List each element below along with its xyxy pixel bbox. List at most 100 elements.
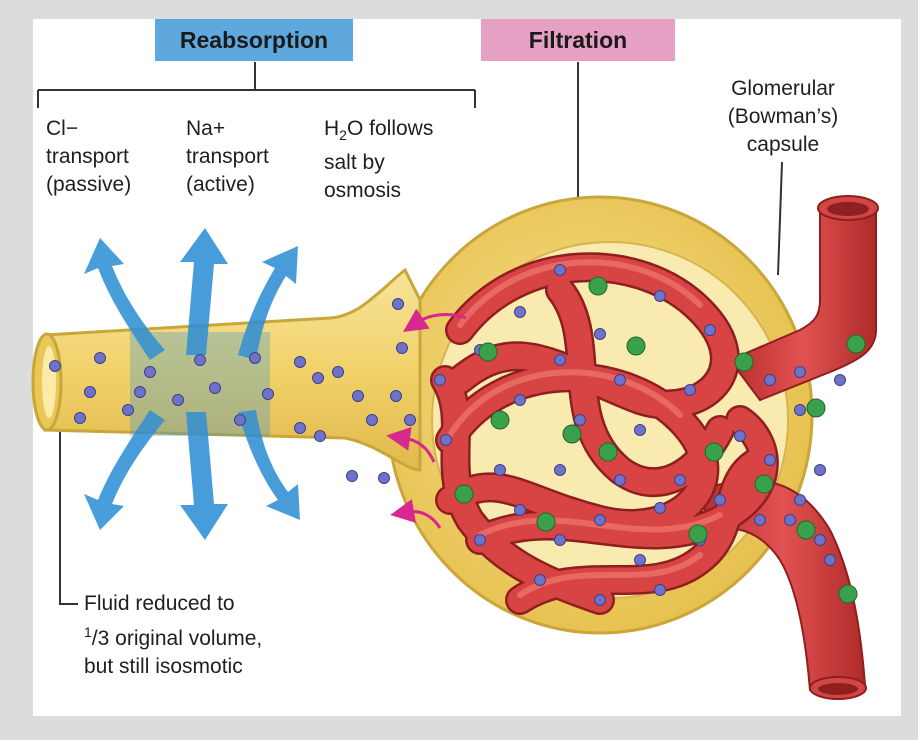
solute-small xyxy=(684,384,696,396)
solute-small xyxy=(794,404,806,416)
fluid-line2: 1/3 original volume, xyxy=(84,624,263,650)
solute-small xyxy=(824,554,836,566)
na-line3: (active) xyxy=(186,173,255,196)
solute-small xyxy=(312,372,324,384)
efferent-arteriole xyxy=(728,195,879,402)
solute-large xyxy=(754,474,774,494)
solute-small xyxy=(754,514,766,526)
solute-small xyxy=(514,394,526,406)
solute-large xyxy=(588,276,608,296)
solute-small xyxy=(84,386,96,398)
na-line1: Na+ xyxy=(186,117,226,140)
na-line2: transport xyxy=(186,145,269,168)
na-transport-label: Na+ transport (active) xyxy=(186,115,269,199)
solute-small xyxy=(674,474,686,486)
solute-small xyxy=(654,290,666,302)
solute-small xyxy=(554,534,566,546)
reabsorption-arrows xyxy=(84,228,300,540)
solute-small xyxy=(172,394,184,406)
solute-small xyxy=(294,356,306,368)
solute-small xyxy=(390,390,402,402)
solute-large xyxy=(536,512,556,532)
solute-small xyxy=(440,434,452,446)
solute-small xyxy=(654,584,666,596)
fluid-line3: but still isosmotic xyxy=(84,655,243,678)
solute-small xyxy=(494,464,506,476)
solute-small xyxy=(834,374,846,386)
solute-small xyxy=(704,324,716,336)
solute-small xyxy=(352,390,364,402)
solute-small xyxy=(554,264,566,276)
h2o-line1: H2O follows xyxy=(324,117,434,144)
solute-small xyxy=(314,430,326,442)
solute-small xyxy=(764,374,776,386)
solute-small xyxy=(734,430,746,442)
proximal-tubule xyxy=(31,267,422,472)
solute-small xyxy=(134,386,146,398)
solute-small xyxy=(262,388,274,400)
solute-small xyxy=(392,298,404,310)
solute-small xyxy=(574,414,586,426)
solute-large xyxy=(846,334,866,354)
solute-small xyxy=(764,454,776,466)
solute-small xyxy=(74,412,86,424)
fluid-leader xyxy=(59,385,78,605)
solute-large xyxy=(562,424,582,444)
glomerulus xyxy=(430,252,779,615)
solute-small xyxy=(346,470,358,482)
solute-small xyxy=(794,494,806,506)
solute-small xyxy=(594,594,606,606)
capsule-line2: (Bowman’s) xyxy=(727,105,839,128)
solute-large xyxy=(454,484,474,504)
cl-transport-label: Cl− transport (passive) xyxy=(46,115,131,199)
capsule-label: Glomerular (Bowman’s) capsule xyxy=(708,75,858,159)
solute-large xyxy=(626,336,646,356)
solute-small xyxy=(514,306,526,318)
solute-large xyxy=(796,520,816,540)
solute-small xyxy=(654,502,666,514)
solute-large xyxy=(478,342,498,362)
cl-line3: (passive) xyxy=(46,173,132,196)
solute-large xyxy=(838,584,858,604)
solute-small xyxy=(396,342,408,354)
reabsorption-bracket xyxy=(37,62,476,108)
solute-large xyxy=(806,398,826,418)
solute-small xyxy=(634,554,646,566)
solute-small xyxy=(434,374,446,386)
solute-small xyxy=(594,514,606,526)
solute-small xyxy=(514,504,526,516)
cl-line2: transport xyxy=(46,145,129,168)
solute-large xyxy=(734,352,754,372)
solute-small xyxy=(614,474,626,486)
solute-small xyxy=(366,414,378,426)
solute-small xyxy=(209,382,221,394)
solute-small xyxy=(249,352,261,364)
solute-small xyxy=(814,534,826,546)
capsule-line3: capsule xyxy=(746,133,820,156)
solute-small xyxy=(794,366,806,378)
solute-small xyxy=(714,494,726,506)
solute-small xyxy=(634,424,646,436)
solute-large xyxy=(598,442,618,462)
h2o-line2: salt by xyxy=(324,151,385,175)
solute-small xyxy=(194,354,206,366)
reabsorption-header: Reabsorption xyxy=(155,19,353,61)
h2o-label: H2O follows salt by osmosis xyxy=(324,115,433,205)
solute-small xyxy=(594,328,606,340)
solute-small xyxy=(49,360,61,372)
solute-small xyxy=(122,404,134,416)
solute-small xyxy=(474,534,486,546)
solute-small xyxy=(814,464,826,476)
solute-particles xyxy=(49,264,866,606)
solute-small xyxy=(294,422,306,434)
solute-small xyxy=(94,352,106,364)
solute-large xyxy=(688,524,708,544)
solute-small xyxy=(784,514,796,526)
solute-small xyxy=(144,366,156,378)
fluid-line1: Fluid reduced to xyxy=(84,592,235,615)
capsule-leader xyxy=(777,161,783,276)
solute-small xyxy=(234,414,246,426)
cl-line1: Cl− xyxy=(46,117,79,140)
solute-small xyxy=(614,374,626,386)
